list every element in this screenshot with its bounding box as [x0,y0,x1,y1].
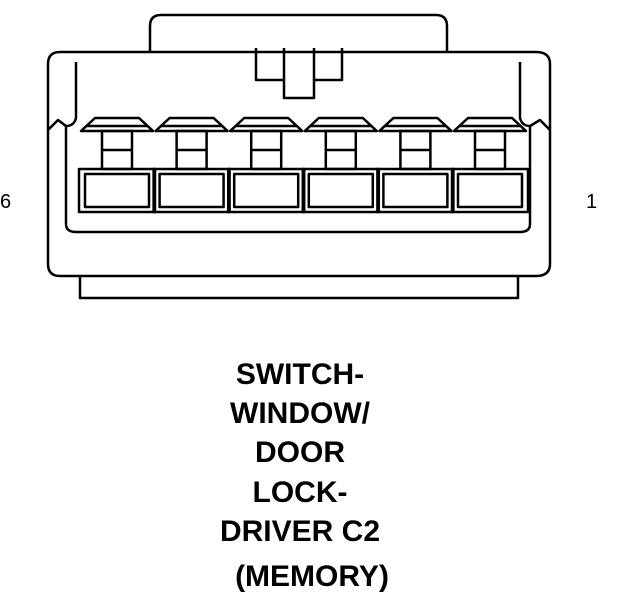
pin-6-label: 6 [0,191,12,213]
connector-body-outer [46,50,552,278]
caption-line: LOCK- [252,476,348,509]
caption-line: DOOR [255,436,345,469]
pin-5-latch [154,116,229,133]
connector-key-tab [254,48,344,100]
pin-5-cavity-inner [158,172,225,209]
connector-left-step [47,118,67,131]
caption-line: WINDOW/ [230,397,370,430]
pin-1-cavity [450,167,530,214]
caption-line: (MEMORY) [235,560,389,593]
pin-4-cavity-inner [232,172,300,209]
connector-top-latch [148,13,449,52]
pin-3-cavity-inner [307,172,375,209]
connector-body-inner [64,62,532,234]
pin-3-latch [303,116,379,133]
caption-line: DRIVER C2 [219,515,381,548]
pin-1-latch [452,116,528,133]
pin-3-cavity [301,167,381,214]
pin-6-cavity-inner [83,172,151,209]
pin-4-cavity [226,167,306,214]
pin-1-cavity-inner [456,172,524,209]
connector-right-step [529,118,551,131]
pin-2-cavity-inner [382,172,449,209]
pin-5-cavity [152,167,231,214]
pin-6-latch [79,116,155,133]
pin-2-latch [378,116,453,133]
pin-2-cavity [376,167,455,214]
caption-line: SWITCH- [235,358,365,391]
pin-6-cavity [77,167,157,214]
connector-base [78,276,520,300]
pin-1-label: 1 [586,191,598,213]
pin-4-latch [228,116,304,133]
